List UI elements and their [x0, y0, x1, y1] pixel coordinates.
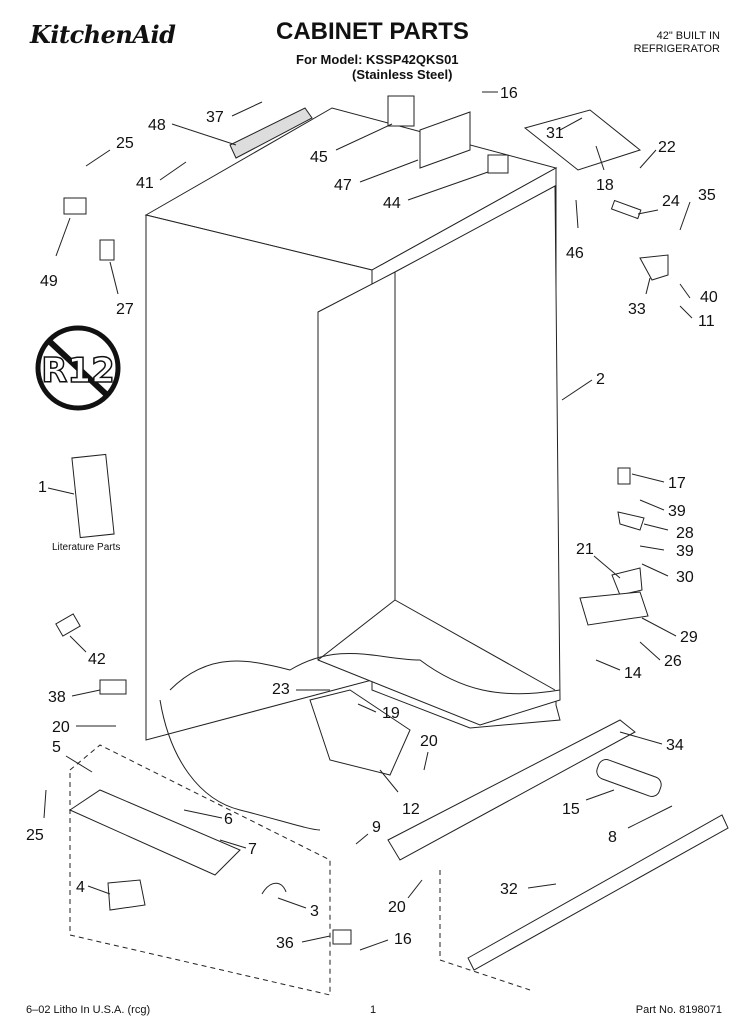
svg-text:R12: R12 — [41, 351, 115, 391]
callout-labels: 37 48 25 41 45 47 44 16 31 22 18 46 24 3… — [26, 85, 718, 952]
callout: 27 — [116, 301, 134, 318]
callout: 24 — [662, 193, 680, 210]
product-description: 42" BUILT IN REFRIGERATOR — [590, 30, 720, 56]
callout: 3 — [310, 903, 319, 920]
callout: 29 — [680, 629, 698, 646]
callout: 20 — [420, 733, 438, 750]
model-line: For Model: KSSP42QKS01 — [296, 52, 459, 67]
callout: 38 — [48, 689, 66, 706]
right-hinge-parts — [579, 199, 669, 626]
literature-parts-label: Literature Parts — [52, 542, 121, 553]
cabinet-shell — [144, 107, 561, 831]
base-assemblies — [68, 689, 729, 996]
top-brackets — [229, 95, 642, 174]
callout: 19 — [382, 705, 400, 722]
footer-part-number: Part No. 8198071 — [635, 1004, 722, 1016]
callout: 39 — [676, 543, 694, 560]
callout: 48 — [148, 117, 166, 134]
desc-line-1: 42" BUILT IN — [656, 30, 720, 42]
callout: 12 — [402, 801, 420, 818]
callout: 15 — [562, 801, 580, 818]
callout: 6 — [224, 811, 233, 828]
callout: 39 — [668, 503, 686, 520]
callout: 16 — [394, 931, 412, 948]
callout: 28 — [676, 525, 694, 542]
callout: 7 — [248, 841, 257, 858]
callout: 5 — [52, 739, 61, 756]
callout: 21 — [576, 541, 594, 558]
callout: 46 — [566, 245, 584, 262]
footer-page-number: 1 — [370, 1004, 377, 1016]
callout: 40 — [700, 289, 718, 306]
callout: 4 — [76, 879, 85, 896]
callout: 20 — [388, 899, 406, 916]
callout: 1 — [38, 479, 47, 496]
callout: 44 — [383, 195, 401, 212]
callout: 26 — [664, 653, 682, 670]
page-title: CABINET PARTS — [276, 18, 469, 45]
left-small-parts — [55, 197, 127, 695]
model-info: For Model: KSSP42QKS01 (Stainless Steel) — [296, 52, 459, 82]
callout: 25 — [26, 827, 44, 844]
callout: 8 — [608, 829, 617, 846]
callout: 11 — [698, 313, 715, 330]
callout: 9 — [372, 819, 381, 836]
callout: 49 — [40, 273, 58, 290]
callout: 45 — [310, 149, 328, 166]
callout: 32 — [500, 881, 518, 898]
callout: 33 — [628, 301, 646, 318]
desc-line-2: REFRIGERATOR — [633, 43, 720, 55]
callout: 16 — [500, 85, 518, 102]
callout: 36 — [276, 935, 294, 952]
finish-line: (Stainless Steel) — [352, 67, 453, 82]
callout: 30 — [676, 569, 694, 586]
callout: 41 — [136, 175, 154, 192]
callout: 35 — [698, 187, 716, 204]
leader-lines — [43, 91, 693, 951]
callout: 31 — [546, 125, 564, 142]
callout: 34 — [666, 737, 684, 754]
callout: 22 — [658, 139, 676, 156]
callout: 42 — [88, 651, 106, 668]
callout: 17 — [668, 475, 686, 492]
callout: 18 — [596, 177, 614, 194]
callout: 25 — [116, 135, 134, 152]
callout: 37 — [206, 109, 224, 126]
callout: 23 — [272, 681, 290, 698]
callout: 20 — [52, 719, 70, 736]
callout: 14 — [624, 665, 642, 682]
callout: 2 — [596, 371, 605, 388]
callout: 47 — [334, 177, 352, 194]
no-r12-icon: R12 — [35, 325, 121, 411]
brand-logo: KitchenAid — [30, 20, 176, 49]
footer-print-info: 6–02 Litho In U.S.A. (rcg) — [26, 1004, 151, 1016]
